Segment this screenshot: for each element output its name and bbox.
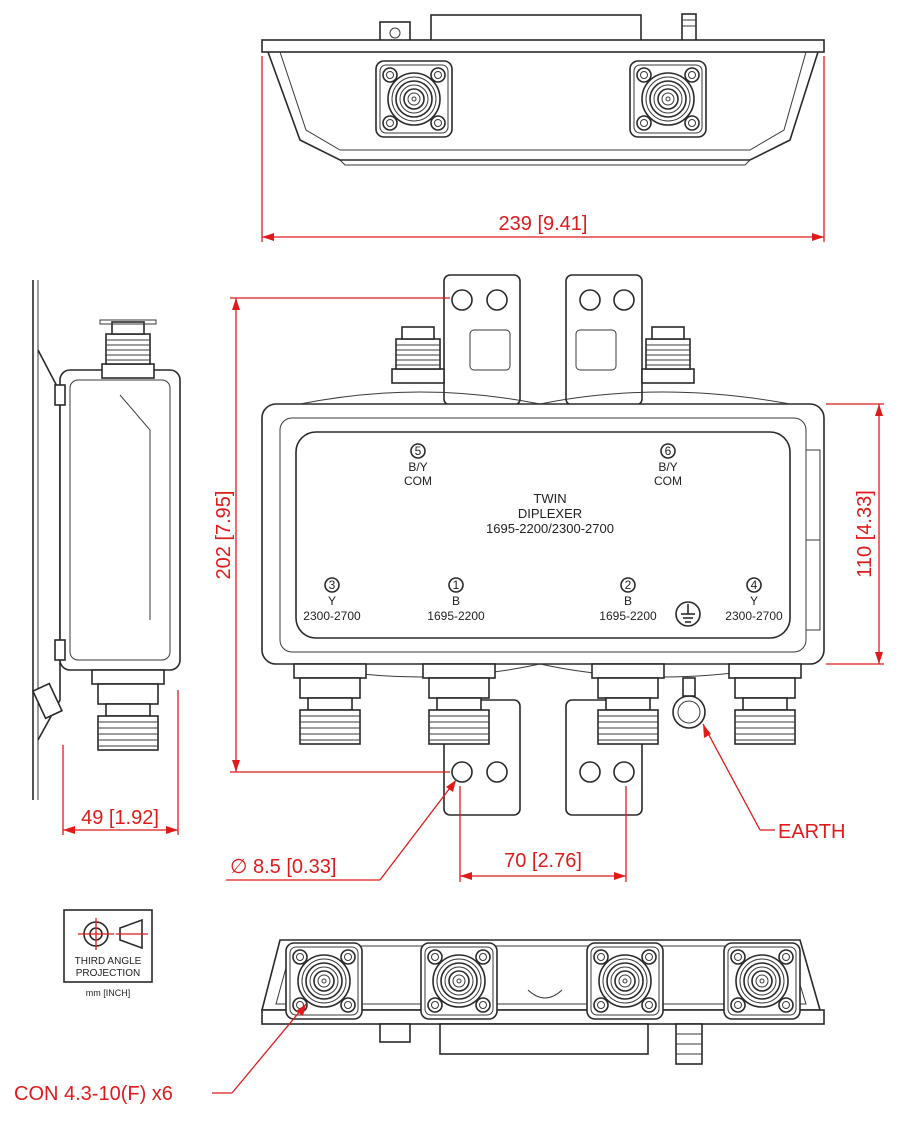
port-6: 6 B/Y COM: [654, 443, 682, 488]
dim-hole-spacing: 70 [2.76]: [459, 786, 627, 882]
svg-text:Y: Y: [328, 594, 336, 608]
svg-text:B/Y: B/Y: [408, 460, 427, 474]
svg-text:6: 6: [665, 444, 672, 458]
earth-label: EARTH: [778, 821, 845, 843]
dim-hole-diameter: ∅ 8.5 [0.33]: [226, 779, 457, 881]
product-name-line3: 1695-2200/2300-2700: [486, 521, 614, 536]
dim-hole-diameter-label: ∅ 8.5 [0.33]: [230, 856, 336, 878]
dim-height-overall: 202 [7.95]: [213, 297, 450, 773]
projection-cone-icon: [119, 918, 143, 950]
port-3: 3 Y 2300-2700: [303, 577, 361, 623]
svg-text:2300-2700: 2300-2700: [303, 609, 361, 623]
svg-text:4: 4: [751, 578, 758, 592]
projection-line1: THIRD ANGLE: [75, 956, 142, 967]
port-5: 5 B/Y COM: [404, 443, 432, 488]
dim-width-label: 239 [9.41]: [499, 213, 588, 235]
front-view: TWIN DIPLEXER 1695-2200/2300-2700 5 B/Y …: [261, 274, 825, 816]
product-name-line1: TWIN: [533, 491, 566, 506]
svg-text:5: 5: [415, 444, 422, 458]
svg-text:B: B: [452, 594, 460, 608]
svg-text:3: 3: [329, 578, 336, 592]
svg-text:2: 2: [625, 578, 632, 592]
dim-width-top: 239 [9.41]: [261, 56, 825, 242]
projection-line2: PROJECTION: [76, 968, 140, 979]
product-name-line2: DIPLEXER: [518, 506, 582, 521]
port-1: 1 B 1695-2200: [427, 577, 485, 623]
earth-callout: EARTH: [702, 723, 845, 843]
dim-height-body: 110 [4.33]: [826, 403, 884, 665]
svg-text:1: 1: [453, 578, 460, 592]
svg-text:Y: Y: [750, 594, 758, 608]
side-view: [31, 280, 181, 800]
svg-text:COM: COM: [404, 474, 432, 488]
svg-text:COM: COM: [654, 474, 682, 488]
top-view: [261, 13, 825, 166]
bottom-view: [260, 939, 825, 1065]
projection-units: mm [INCH]: [86, 988, 131, 998]
svg-text:1695-2200: 1695-2200: [599, 609, 657, 623]
dim-height-overall-label: 202 [7.95]: [213, 491, 235, 580]
dim-height-body-label: 110 [4.33]: [854, 490, 876, 577]
port-4: 4 Y 2300-2700: [725, 577, 783, 623]
connector-label: CON 4.3-10(F) x6: [14, 1083, 173, 1105]
svg-text:1695-2200: 1695-2200: [427, 609, 485, 623]
svg-text:2300-2700: 2300-2700: [725, 609, 783, 623]
dim-depth: 49 [1.92]: [62, 690, 179, 835]
connector-callout: CON 4.3-10(F) x6: [14, 1003, 307, 1105]
dim-depth-label: 49 [1.92]: [81, 807, 159, 829]
svg-text:B: B: [624, 594, 632, 608]
dim-hole-spacing-label: 70 [2.76]: [504, 850, 582, 872]
projection-symbol: THIRD ANGLE PROJECTION mm [INCH]: [63, 909, 153, 998]
svg-text:B/Y: B/Y: [658, 460, 677, 474]
port-2: 2 B 1695-2200: [599, 577, 657, 623]
